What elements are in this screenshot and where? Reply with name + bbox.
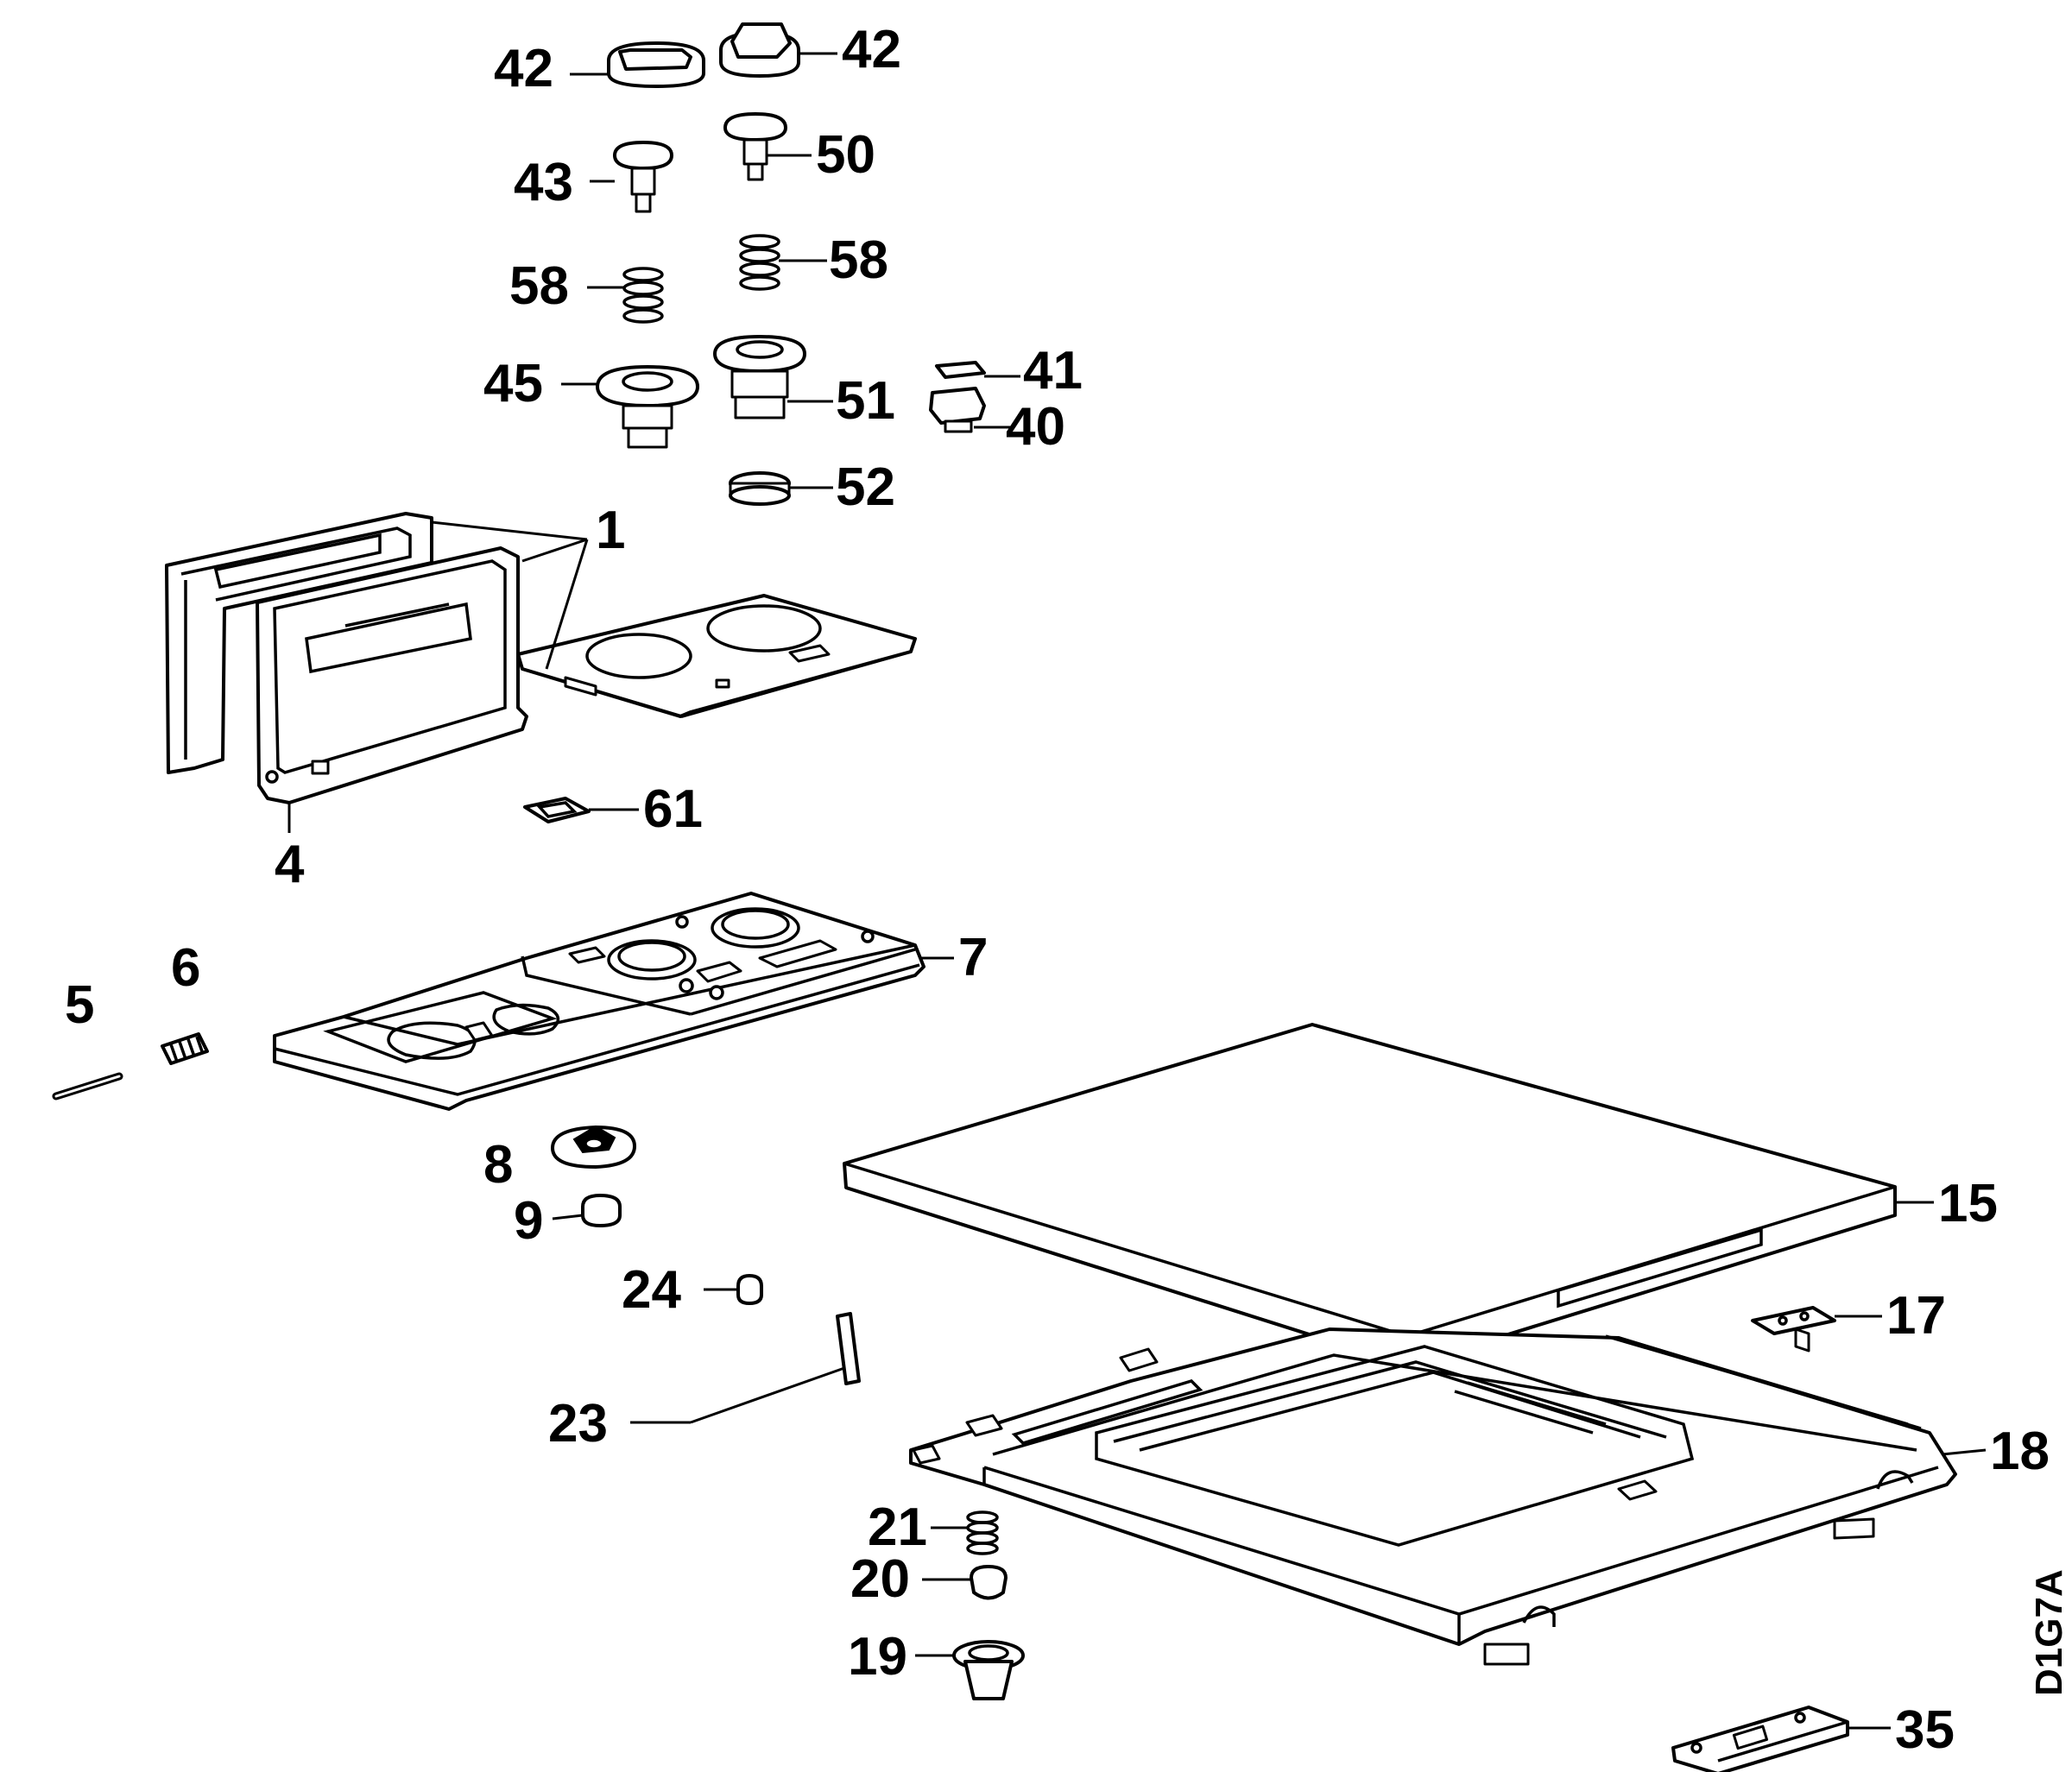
part-45-knob-base — [561, 365, 699, 449]
label-21: 21 — [868, 1498, 927, 1557]
part-19-foot — [915, 1640, 1025, 1700]
label-41: 41 — [1023, 341, 1083, 400]
part-50-spindle — [723, 112, 812, 181]
label-61: 61 — [643, 779, 703, 839]
label-8: 8 — [483, 1135, 513, 1195]
label-58-right: 58 — [829, 230, 888, 290]
label-19: 19 — [848, 1627, 907, 1687]
label-23: 23 — [548, 1394, 608, 1454]
part-51-knob-base — [713, 335, 833, 419]
part-18-base — [909, 1327, 1987, 1666]
label-24: 24 — [622, 1260, 681, 1320]
part-58-spring-left — [587, 267, 664, 324]
label-15: 15 — [1938, 1174, 1998, 1233]
label-17: 17 — [1886, 1286, 1946, 1346]
label-5: 5 — [65, 975, 94, 1035]
label-6: 6 — [171, 938, 200, 998]
part-42-knob-cap-left — [570, 41, 705, 88]
part-41-button-cap — [935, 361, 1020, 379]
part-43-spindle — [590, 141, 673, 213]
label-50: 50 — [816, 125, 875, 185]
part-4-door-panel — [256, 546, 528, 804]
label-9: 9 — [514, 1191, 543, 1251]
label-7: 7 — [958, 928, 988, 987]
part-7-control-panel — [273, 892, 954, 1111]
label-42-right: 42 — [842, 20, 901, 79]
label-52: 52 — [836, 457, 895, 517]
part-1-leaders — [431, 520, 589, 670]
part-9-knob — [552, 1194, 622, 1227]
part-35-bracket — [1671, 1706, 1891, 1772]
diagram-code: D1G7A — [2028, 1569, 2070, 1696]
part-5-pin — [52, 1072, 123, 1100]
label-18: 18 — [1990, 1422, 2050, 1481]
part-1-cover-plate — [516, 594, 917, 718]
label-51: 51 — [836, 371, 895, 431]
part-1-rear-frame — [165, 512, 433, 774]
label-4: 4 — [275, 835, 305, 894]
part-61-pad — [523, 797, 639, 823]
part-23-lever — [630, 1312, 861, 1424]
part-17-hinge-clip — [1751, 1306, 1882, 1353]
part-20-plunger — [922, 1565, 1008, 1600]
label-20: 20 — [850, 1549, 910, 1609]
label-58-left: 58 — [509, 256, 569, 316]
part-6-spring — [161, 1032, 209, 1065]
label-42-left: 42 — [494, 39, 553, 98]
part-40-button-body — [929, 387, 1010, 433]
part-24-plug — [704, 1274, 763, 1305]
part-21-spring — [931, 1510, 999, 1555]
part-42-knob-cap-right — [719, 22, 837, 78]
part-58-spring-right — [739, 234, 827, 291]
label-1: 1 — [596, 501, 625, 560]
part-8-cam — [551, 1125, 636, 1169]
part-52-ring-nut — [729, 471, 833, 506]
label-43: 43 — [514, 153, 573, 212]
label-40: 40 — [1006, 397, 1065, 457]
label-45: 45 — [483, 354, 543, 413]
label-35: 35 — [1895, 1700, 1955, 1760]
part-15-lid — [843, 1023, 1934, 1367]
